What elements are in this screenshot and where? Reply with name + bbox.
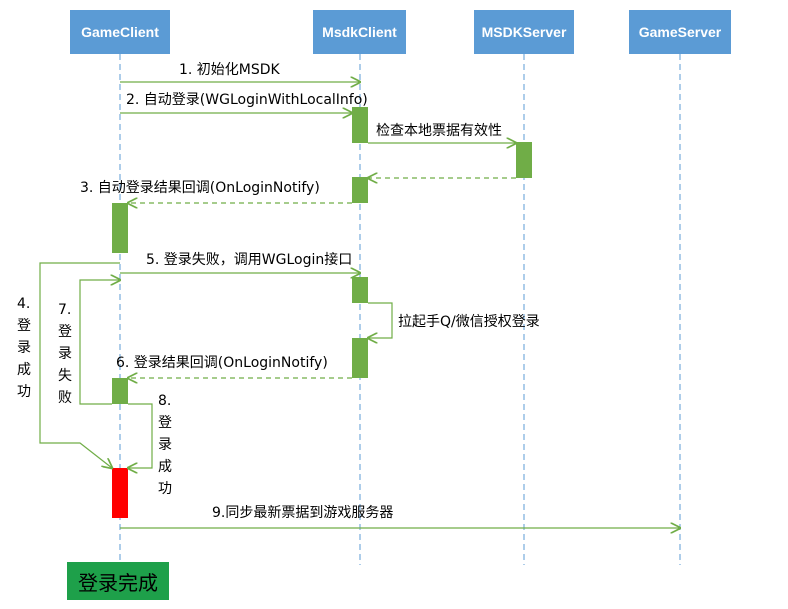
message-label-2: 2. 自动登录(WGLoginWithLocalInfo) — [126, 92, 368, 108]
message-label-3: 3. 自动登录结果回调(OnLoginNotify) — [80, 180, 320, 196]
activation-msdkclient-4 — [352, 338, 368, 378]
participant-gameserver: GameServer — [629, 10, 731, 54]
message-label-5: 5. 登录失败，调用WGLogin接口 — [146, 252, 353, 268]
participant-msdkserver: MSDKServer — [474, 10, 574, 54]
loop-8-login-success — [128, 403, 153, 468]
activation-gameclient-1 — [112, 203, 128, 253]
message-label-check: 检查本地票据有效性 — [376, 123, 502, 139]
side-label-8-login-success: 8. 登 录 成 功 — [158, 393, 172, 497]
participant-gameclient: GameClient — [70, 10, 170, 54]
activation-msdkclient-1 — [352, 107, 368, 143]
side-label-4-login-success: 4. 登 录 成 功 — [17, 296, 31, 400]
activation-msdkserver — [516, 142, 532, 178]
message-label-6: 6. 登录结果回调(OnLoginNotify) — [116, 355, 328, 371]
activation-gameclient-login-done — [112, 468, 128, 518]
message-label-1: 1. 初始化MSDK — [179, 62, 280, 78]
side-label-7-login-failed: 7. 登 录 失 败 — [58, 302, 72, 406]
activation-gameclient-2 — [112, 378, 128, 404]
arrow-pull-login — [368, 302, 393, 338]
loop-4-login-success — [39, 262, 120, 468]
participant-msdkclient: MsdkClient — [313, 10, 406, 54]
loop-7-login-failed — [79, 280, 120, 405]
message-label-pull-login: 拉起手Q/微信授权登录 — [398, 314, 540, 330]
activation-msdkclient-2 — [352, 177, 368, 203]
login-complete-box: 登录完成 — [67, 562, 169, 600]
activation-msdkclient-3 — [352, 277, 368, 303]
message-label-9: 9.同步最新票据到游戏服务器 — [212, 505, 394, 521]
